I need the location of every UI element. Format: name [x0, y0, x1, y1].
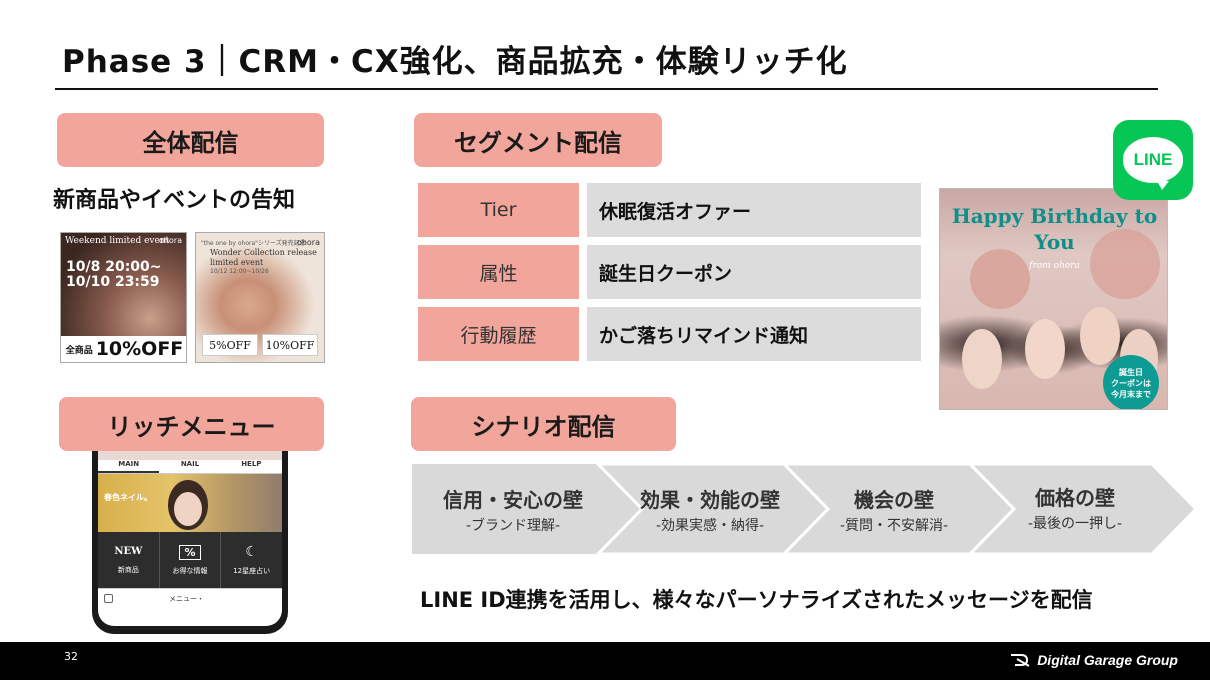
footer-brand: Digital Garage Group — [1009, 652, 1178, 668]
richmenu-tile-new[interactable]: NEW 新商品 — [98, 532, 160, 588]
segment-heading: セグメント配信 — [414, 113, 662, 167]
scenario-step-sub: -ブランド理解- — [465, 518, 561, 534]
promo-banner-brand: ohora — [158, 236, 182, 245]
promo2-sub: limited event — [210, 258, 264, 267]
richmenu-tile-horoscope[interactable]: ☾ 12星座占い — [221, 532, 282, 588]
scenario-step: 機会の壁 -質問・不安解消- — [796, 484, 992, 535]
promo-badge: 全商品 — [65, 345, 93, 356]
scenario-step-title: 機会の壁 — [854, 488, 934, 512]
title-divider — [55, 88, 1158, 90]
birthday-badge-line: 誕生日 — [1119, 367, 1143, 377]
richmenu-tab-main[interactable]: MAIN — [98, 460, 160, 473]
richmenu-banner-text: 春色ネイル。 — [104, 493, 152, 502]
segment-row-value: 誕生日クーポン — [587, 245, 921, 299]
summary-text: LINE ID連携を活用し、様々なパーソナライズされたメッセージを配信 — [420, 588, 1093, 612]
promo-date-end: 10/10 23:59 — [66, 274, 160, 290]
birthday-title: Happy Birthday to You — [951, 204, 1158, 254]
page-number: 32 — [64, 650, 78, 663]
richmenu-tile-label: 新商品 — [117, 565, 139, 574]
richmenu-footer[interactable]: メニュー・ — [98, 588, 282, 608]
scenario-step: 価格の壁 -最後の一押し- — [980, 482, 1170, 533]
promo-date-start: 10/8 20:00~ — [66, 259, 162, 275]
promo-banner-headline: Weekend limited event — [65, 236, 170, 246]
birthday-badge-line: 今月末まで — [1111, 389, 1151, 399]
percent-tag-icon: % — [179, 544, 201, 560]
scenario-heading: シナリオ配信 — [411, 397, 676, 451]
rich-menu-heading: リッチメニュー — [59, 397, 324, 451]
broadcast-heading: 全体配信 — [57, 113, 324, 167]
richmenu-footer-label: メニュー・ — [169, 594, 204, 603]
promo2-brand: ohora — [296, 238, 320, 247]
moon-icon: ☾ — [245, 544, 258, 560]
scenario-step-shape — [412, 464, 642, 554]
promo2-offer2: 10%OFF — [262, 334, 318, 356]
richmenu-banner[interactable]: 春色ネイル。 — [98, 474, 282, 532]
scenario-step-shape — [781, 464, 1017, 554]
promo2-top: "the one by ohora"シリーズ発売記念 — [201, 240, 306, 247]
line-logo-text: LINE — [1133, 150, 1173, 169]
richmenu-tile-label: 12星座占い — [233, 567, 271, 575]
promo2-offer1: 5%OFF — [202, 334, 258, 356]
broadcast-caption: 新商品やイベントの告知 — [53, 188, 296, 213]
birthday-from: from ohora — [1029, 261, 1080, 271]
richmenu-tab-help[interactable]: HELP — [241, 460, 262, 468]
promo-banner-weekend: Weekend limited event ohora 10/8 20:00~ … — [60, 232, 187, 363]
scenario-step-title: 効果・効能の壁 — [640, 488, 780, 512]
scenario-step-sub: -最後の一押し- — [1027, 516, 1123, 532]
scenario-chevron-flow — [412, 464, 1197, 554]
scenario-step-sub: -質問・不安解消- — [839, 518, 949, 534]
birthday-message-image: Happy Birthday to You from ohora 誕生日 クーポ… — [939, 188, 1168, 410]
scenario-step: 効果・効能の壁 -効果実感・納得- — [612, 484, 808, 535]
richmenu-tile-label: お得な情報 — [172, 566, 208, 575]
richmenu-tab-nail[interactable]: NAIL — [180, 460, 200, 468]
scenario-step-shape — [595, 464, 831, 554]
footer-brand-text: Digital Garage Group — [1037, 652, 1178, 668]
scenario-step: 信用・安心の壁 -ブランド理解- — [418, 484, 608, 535]
birthday-coupon-badge: 誕生日 クーポンは 今月末まで — [1103, 355, 1159, 409]
birthday-badge-line: クーポンは — [1111, 378, 1151, 388]
scenario-step-shape — [967, 464, 1197, 554]
promo2-dates: 10/12 12:00~10/26 — [210, 268, 269, 275]
segment-row-label: 属性 — [418, 245, 579, 299]
promo-banner-wonder: "the one by ohora"シリーズ発売記念 ohora Wonder … — [195, 232, 325, 363]
promo-discount: 10%OFF — [95, 338, 184, 360]
segment-row-label: 行動履歴 — [418, 307, 579, 361]
scenario-step-title: 価格の壁 — [1035, 486, 1115, 510]
keyboard-icon — [104, 594, 113, 603]
new-icon: NEW — [114, 545, 143, 557]
promo2-headline: Wonder Collection release — [210, 248, 317, 257]
scenario-step-sub: -効果実感・納得- — [655, 518, 765, 534]
segment-row-value: 休眠復活オファー — [587, 183, 921, 237]
page-title: Phase 3｜CRM・CX強化、商品拡充・体験リッチ化 — [62, 44, 848, 80]
segment-row-label: Tier — [418, 183, 579, 237]
slide-footer: 32 Digital Garage Group — [0, 642, 1210, 680]
phone-mockup: MAIN NAIL HELP 春色ネイル。 NEW 新商品 % お得な情報 ☾ … — [92, 440, 288, 634]
richmenu-tile-deals[interactable]: % お得な情報 — [160, 532, 222, 588]
scenario-step-title: 信用・安心の壁 — [443, 488, 583, 512]
segment-row-value: かご落ちリマインド通知 — [587, 307, 921, 361]
line-logo-icon: LINE — [1113, 120, 1193, 200]
digital-garage-logo-icon — [1011, 654, 1030, 667]
